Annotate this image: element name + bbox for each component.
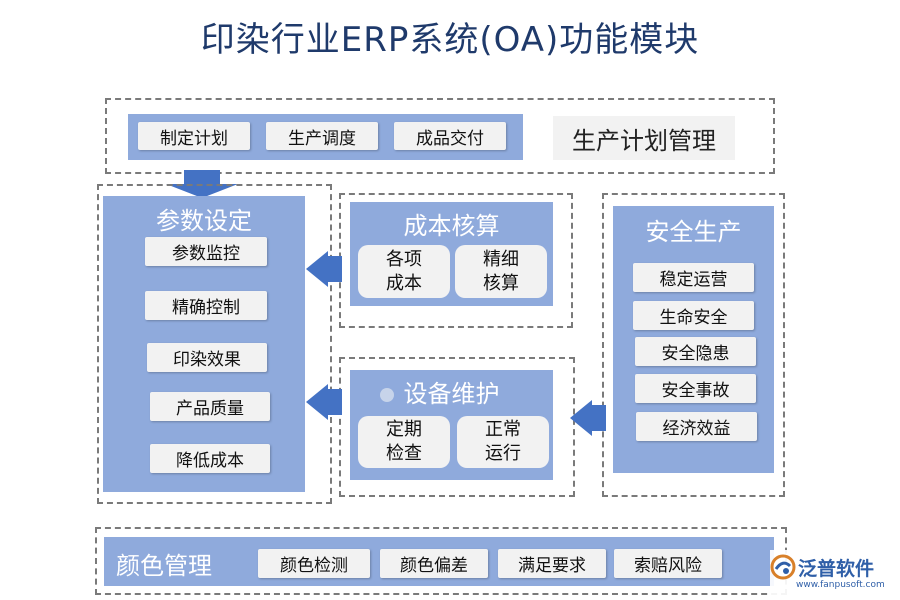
left-arrow-icon bbox=[306, 384, 328, 420]
param-setting-item: 精确控制 bbox=[145, 291, 267, 320]
logo-icon bbox=[770, 554, 796, 580]
safety-production-item: 经济效益 bbox=[636, 412, 757, 441]
safety-production-frame bbox=[602, 193, 785, 497]
color-management-item: 索赔风险 bbox=[614, 549, 722, 578]
left-arrow-stem-icon bbox=[326, 389, 342, 415]
logo-name: 泛普软件 bbox=[798, 558, 875, 580]
production-plan-label: 生产计划管理 bbox=[553, 116, 735, 160]
equipment-maintenance-item-label: 正常 运行 bbox=[485, 419, 521, 464]
param-setting-item: 印染效果 bbox=[147, 343, 267, 372]
color-management-item: 颜色检测 bbox=[258, 549, 370, 578]
safety-production-heading: 安全生产 bbox=[645, 218, 742, 246]
param-setting-item: 降低成本 bbox=[150, 444, 270, 473]
production-plan-item: 生产调度 bbox=[266, 122, 378, 150]
cost-accounting-item-label: 各项 成本 bbox=[386, 248, 422, 294]
diagram-title: 印染行业ERP系统(OA)功能模块 bbox=[200, 20, 700, 60]
production-plan-frame bbox=[105, 98, 775, 174]
left-arrow-stem-icon bbox=[590, 405, 606, 431]
safety-production-item: 安全事故 bbox=[635, 374, 756, 403]
color-management-item: 颜色偏差 bbox=[380, 549, 488, 578]
cost-accounting-heading: 成本核算 bbox=[403, 212, 500, 240]
param-setting-item: 参数监控 bbox=[145, 237, 267, 266]
cost-accounting-item: 各项 成本 bbox=[358, 245, 450, 298]
left-arrow-stem-icon bbox=[326, 256, 342, 282]
param-setting-frame bbox=[97, 184, 332, 504]
down-arrow-head-icon bbox=[166, 184, 238, 198]
equipment-maintenance-heading: 设备维护 bbox=[403, 380, 500, 408]
watermark-globe-icon bbox=[380, 388, 394, 402]
left-arrow-icon bbox=[306, 251, 328, 287]
down-arrow-icon bbox=[184, 170, 220, 184]
safety-production-item: 生命安全 bbox=[633, 301, 754, 330]
color-management-item: 满足要求 bbox=[498, 549, 606, 578]
safety-production-item: 稳定运营 bbox=[633, 263, 754, 292]
equipment-maintenance-item: 正常 运行 bbox=[457, 416, 549, 468]
param-setting-item: 产品质量 bbox=[150, 392, 270, 421]
equipment-maintenance-item-label: 定期 检查 bbox=[386, 419, 422, 464]
param-setting-heading: 参数设定 bbox=[156, 207, 252, 235]
logo-url: www.fanpusoft.com bbox=[796, 580, 885, 590]
cost-accounting-item-label: 精细 核算 bbox=[483, 248, 519, 294]
left-arrow-icon bbox=[570, 400, 592, 436]
cost-accounting-item: 精细 核算 bbox=[455, 245, 547, 298]
safety-production-item: 安全隐患 bbox=[635, 337, 756, 366]
production-plan-item: 制定计划 bbox=[138, 122, 250, 150]
production-plan-item: 成品交付 bbox=[394, 122, 506, 150]
equipment-maintenance-item: 定期 检查 bbox=[358, 416, 450, 468]
color-management-heading: 颜色管理 bbox=[116, 552, 212, 580]
logo: 泛普软件 www.fanpusoft.com bbox=[770, 550, 895, 596]
